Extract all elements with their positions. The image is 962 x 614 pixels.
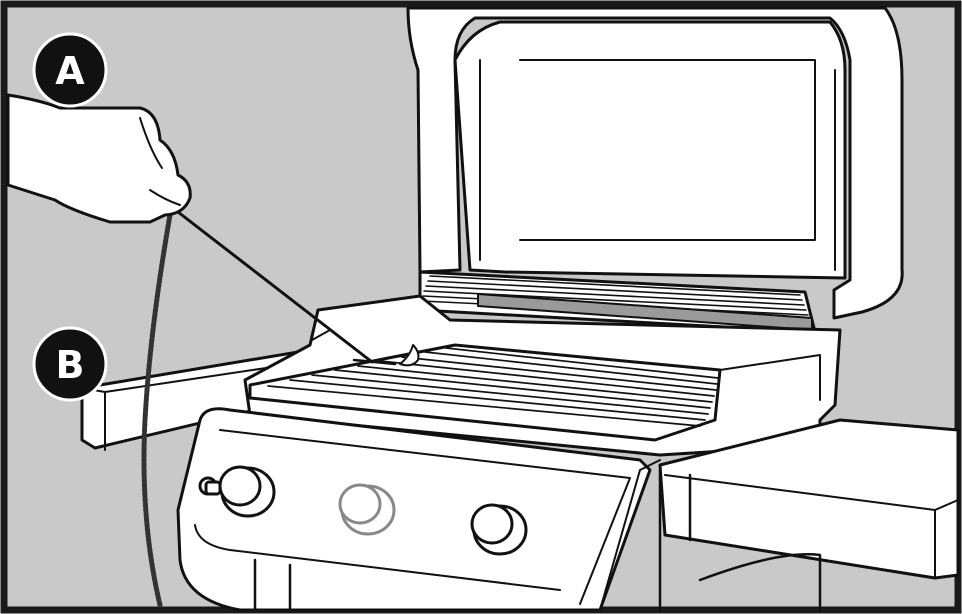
hand-icon xyxy=(6,93,192,224)
match-holder-icon xyxy=(176,210,397,366)
control-knob-icon xyxy=(338,483,396,536)
cart-frame xyxy=(253,468,822,612)
callout-b xyxy=(32,326,108,402)
gas-hose xyxy=(141,212,173,608)
control-panel xyxy=(176,407,661,612)
control-knob-icon xyxy=(218,465,276,518)
callout-b-label: B xyxy=(56,343,85,387)
grill-lid xyxy=(406,6,904,320)
callout-a xyxy=(32,32,108,108)
hand-finger-lines xyxy=(139,117,181,206)
right-side-table xyxy=(658,418,960,580)
igniter-button-icon xyxy=(198,476,222,496)
control-knob-icon xyxy=(470,503,528,556)
cooking-grate xyxy=(248,343,722,442)
flame-icon xyxy=(399,344,420,367)
callout-a-label: A xyxy=(55,49,85,93)
